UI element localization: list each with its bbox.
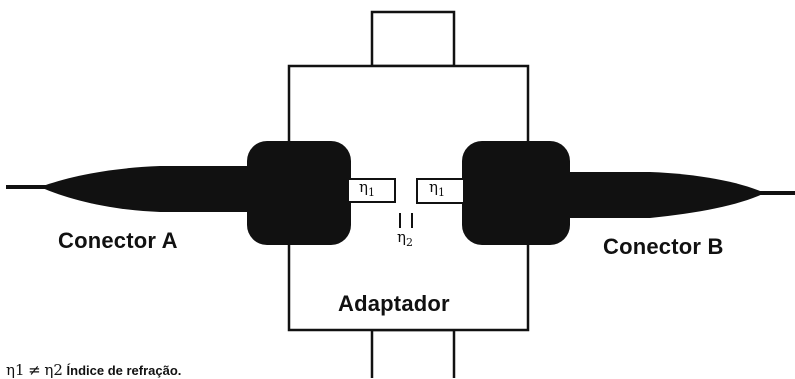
adapter-top-tab xyxy=(370,10,456,68)
connector-a-label: Conector A xyxy=(58,228,178,253)
adapter-bottom-tab xyxy=(370,328,456,378)
refraction-legend: η1 ≠ η2 Índice de refração. xyxy=(6,361,181,379)
connector-a-body xyxy=(247,141,351,245)
legend-eta2: η2 xyxy=(44,361,63,379)
adapter-label: Adaptador xyxy=(338,291,450,316)
legend-eta1: η1 xyxy=(6,361,25,379)
eta-left-label: η1 xyxy=(359,178,375,199)
eta-right-label: η1 xyxy=(429,178,445,199)
connector-b-ferrule xyxy=(416,178,465,204)
legend-text: Índice de refração. xyxy=(66,363,182,378)
connector-b-label: Conector B xyxy=(603,234,724,259)
legend-neq: ≠ xyxy=(28,361,41,379)
connector-a-boot xyxy=(40,166,250,212)
connector-b-boot xyxy=(565,172,765,218)
connector-b-body xyxy=(462,141,570,245)
connector-a-ferrule xyxy=(347,178,396,203)
eta-gap-label: η2 xyxy=(397,228,413,249)
